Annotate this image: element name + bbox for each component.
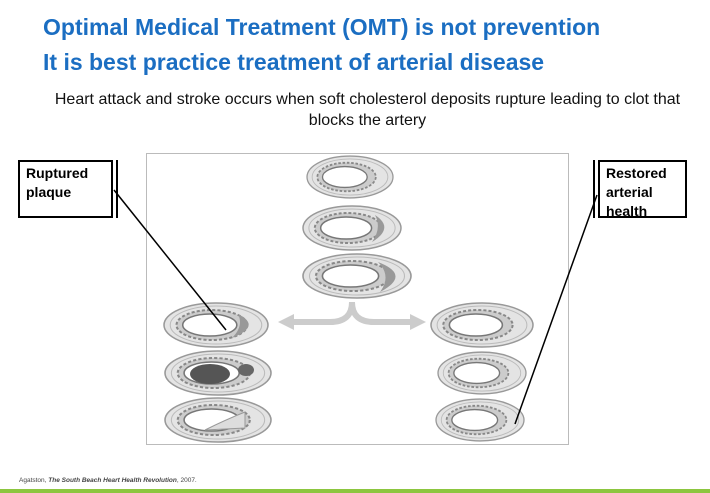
artery-early-plaque	[302, 205, 402, 251]
label-ruptured-plaque: Ruptured plaque	[18, 160, 113, 218]
citation-work: The South Beach Heart Health Revolution	[48, 477, 177, 484]
artery-clot	[163, 349, 273, 397]
title-line-1: Optimal Medical Treatment (OMT) is not p…	[43, 14, 601, 40]
arrow-split	[278, 301, 426, 330]
pointer-line-left	[113, 189, 227, 331]
label-border-right	[593, 160, 595, 218]
citation-author: Agatston,	[19, 477, 49, 484]
artery-restored	[435, 398, 525, 442]
citation-year: , 2007.	[176, 477, 197, 484]
artery-regressing-1	[429, 301, 535, 349]
artery-regressing-2	[437, 351, 527, 395]
citation: Agatston, The South Beach Heart Health R…	[19, 477, 197, 484]
artery-ruptured-plaque	[162, 301, 270, 349]
artery-progression-figure	[146, 153, 569, 445]
label-restored-health: Restored arterial health	[598, 160, 687, 219]
subtitle: Heart attack and stroke occurs when soft…	[54, 91, 681, 129]
title-line-2: It is best practice treatment of arteria…	[43, 49, 545, 75]
pointer-line-right	[514, 194, 598, 425]
artery-normal	[306, 155, 394, 199]
artery-advanced-plaque	[301, 252, 413, 300]
artery-blocked	[163, 396, 273, 444]
footer-accent-bar	[0, 489, 710, 493]
label-border-left	[116, 160, 118, 218]
